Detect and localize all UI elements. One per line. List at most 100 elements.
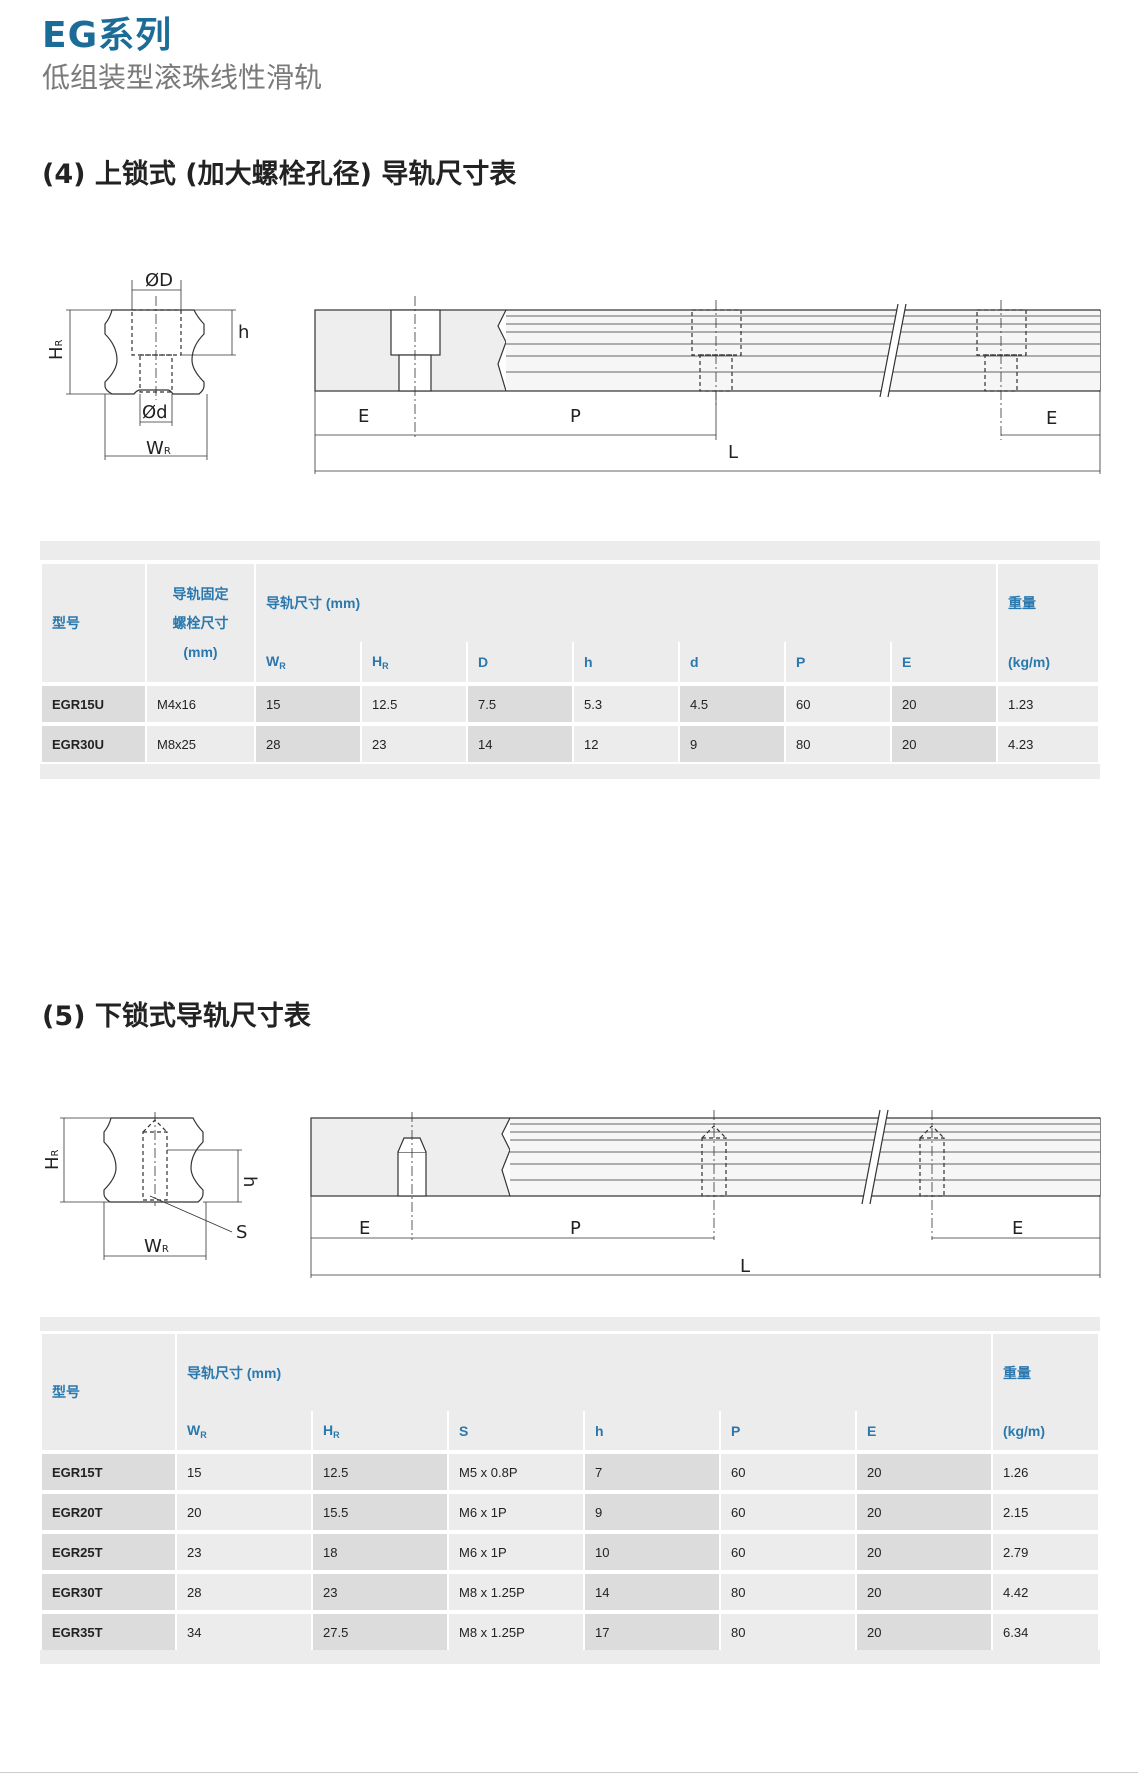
section-4-heading: (4) 上锁式 (加大螺栓孔径) 导轨尺寸表: [42, 159, 517, 190]
header-dims: 导轨尺寸 (mm): [177, 1334, 991, 1411]
svg-text:P: P: [570, 1218, 581, 1239]
subheader-h: h: [585, 1411, 719, 1450]
value-cell: 1.26: [993, 1454, 1098, 1490]
model-cell: EGR15U: [42, 686, 145, 722]
svg-text:Ød: Ød: [142, 402, 168, 423]
value-cell: 28: [177, 1574, 311, 1610]
table-band-top: [40, 541, 1100, 560]
value-cell: 60: [786, 686, 890, 722]
model-cell: EGR25T: [42, 1534, 175, 1570]
svg-text:h: h: [238, 322, 249, 343]
value-cell: M8 x 1.25P: [449, 1614, 583, 1650]
svg-text:L: L: [740, 1256, 750, 1277]
model-cell: EGR30T: [42, 1574, 175, 1610]
value-cell: 20: [892, 726, 996, 762]
value-cell: 12.5: [313, 1454, 447, 1490]
header-dims: 导轨尺寸 (mm): [256, 564, 996, 642]
value-cell: 7.5: [468, 686, 572, 722]
rail-profile: [104, 309, 205, 395]
value-cell: 6.34: [993, 1614, 1098, 1650]
value-cell: 7: [585, 1454, 719, 1490]
value-cell: M8 x 1.25P: [449, 1574, 583, 1610]
svg-text:L: L: [728, 442, 738, 463]
subheader-p: P: [721, 1411, 855, 1450]
value-cell: 12.5: [362, 686, 466, 722]
header-weight: 重量: [998, 564, 1098, 642]
value-cell: 20: [857, 1454, 991, 1490]
value-cell: 4.5: [680, 686, 784, 722]
value-cell: 15: [177, 1454, 311, 1490]
model-cell: EGR35T: [42, 1614, 175, 1650]
header-bolt: 导轨固定螺栓尺寸(mm): [147, 564, 254, 682]
svg-text:HR: HR: [42, 1149, 63, 1170]
svg-text:E: E: [1046, 408, 1057, 429]
value-cell: 80: [721, 1574, 855, 1610]
section-5-heading: (5) 下锁式导轨尺寸表: [42, 1001, 311, 1032]
subheader-hr: HR: [362, 642, 466, 682]
value-cell: 20: [857, 1574, 991, 1610]
value-cell: 60: [721, 1454, 855, 1490]
svg-text:P: P: [570, 406, 581, 427]
subheader-weight-unit: (kg/m): [993, 1411, 1098, 1450]
value-cell: 9: [585, 1494, 719, 1530]
value-cell: 15: [256, 686, 360, 722]
value-cell: 17: [585, 1614, 719, 1650]
value-cell: 5.3: [574, 686, 678, 722]
model-cell: EGR20T: [42, 1494, 175, 1530]
model-cell: EGR15T: [42, 1454, 175, 1490]
svg-text:S: S: [236, 1222, 247, 1243]
value-cell: 20: [177, 1494, 311, 1530]
value-cell: 20: [857, 1614, 991, 1650]
subheader-hr: HR: [313, 1411, 447, 1450]
header-model: 型号: [42, 564, 145, 682]
value-cell: 20: [892, 686, 996, 722]
value-cell: 23: [177, 1534, 311, 1570]
value-cell: 28: [256, 726, 360, 762]
svg-text:WR: WR: [144, 1236, 169, 1257]
svg-text:h: h: [239, 1176, 260, 1187]
value-cell: M4x16: [147, 686, 254, 722]
subheader-e: E: [892, 642, 996, 682]
value-cell: 10: [585, 1534, 719, 1570]
value-cell: 14: [585, 1574, 719, 1610]
svg-text:HR: HR: [46, 339, 67, 360]
table-band-top: [40, 1317, 1100, 1331]
value-cell: M6 x 1P: [449, 1534, 583, 1570]
svg-text:E: E: [358, 406, 369, 427]
value-cell: 60: [721, 1534, 855, 1570]
model-cell: EGR30U: [42, 726, 145, 762]
value-cell: 4.23: [998, 726, 1098, 762]
subheader-d: D: [468, 642, 572, 682]
page-title: EG系列: [42, 15, 173, 56]
value-cell: 1.23: [998, 686, 1098, 722]
value-cell: 34: [177, 1614, 311, 1650]
value-cell: 15.5: [313, 1494, 447, 1530]
subheader-weight-unit: (kg/m): [998, 642, 1098, 682]
value-cell: 20: [857, 1494, 991, 1530]
value-cell: 9: [680, 726, 784, 762]
subheader-d: d: [680, 642, 784, 682]
page-subtitle: 低组装型滚珠线性滑轨: [42, 61, 323, 94]
value-cell: M8x25: [147, 726, 254, 762]
table-band-bottom: [40, 764, 1100, 779]
svg-text:WR: WR: [146, 438, 171, 459]
value-cell: 23: [313, 1574, 447, 1610]
subheader-h: h: [574, 642, 678, 682]
value-cell: 20: [857, 1534, 991, 1570]
rail-profile: [103, 1117, 204, 1203]
svg-text:E: E: [359, 1218, 370, 1239]
value-cell: 12: [574, 726, 678, 762]
header-model: 型号: [42, 1334, 175, 1450]
svg-text:ØD: ØD: [145, 270, 173, 291]
subheader-wr: WR: [256, 642, 360, 682]
value-cell: 2.15: [993, 1494, 1098, 1530]
subheader-s: S: [449, 1411, 583, 1450]
